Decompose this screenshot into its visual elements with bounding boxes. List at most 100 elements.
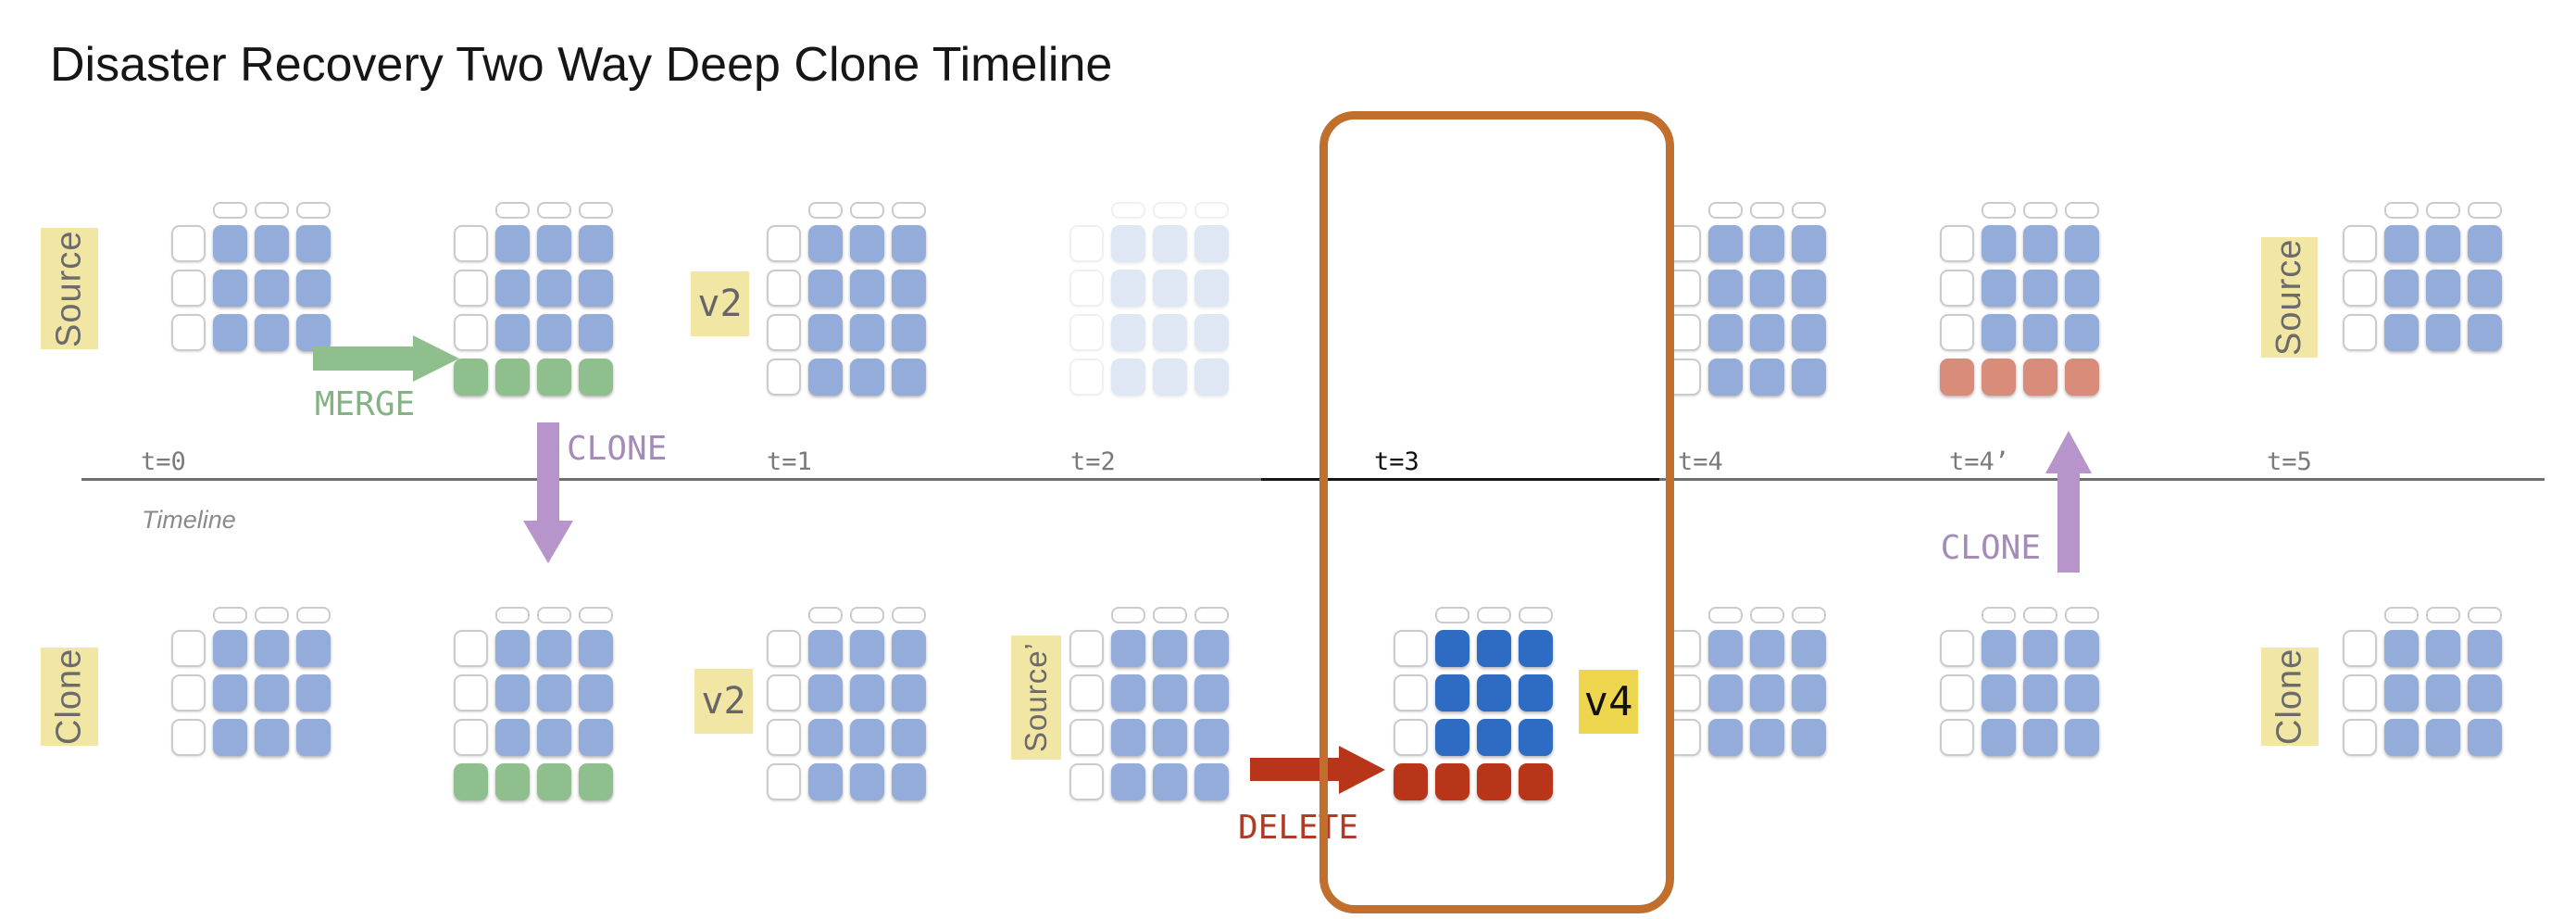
grid-header-pill — [2426, 202, 2460, 219]
grid-cell-b — [1111, 359, 1145, 396]
grid-header-pill — [1792, 607, 1826, 623]
grid-cell-b — [213, 630, 247, 667]
arrow-shaft-merge — [313, 346, 415, 371]
grid-cell-b — [1194, 225, 1229, 262]
grid-cell-empty — [2343, 719, 2377, 756]
grid-cell-b — [1194, 630, 1229, 667]
grid-cell-B — [1519, 719, 1553, 756]
grid-header-pill — [1750, 607, 1784, 623]
grid-cell-b — [1982, 225, 2016, 262]
badge-v4: v4 — [1579, 670, 1638, 734]
grid-cell-g — [537, 359, 571, 396]
grid-cell-b — [1153, 719, 1187, 756]
grid-header-pill — [2426, 607, 2460, 623]
grid-cell-b — [213, 270, 247, 307]
grid-cell-b — [2065, 314, 2099, 351]
grid-cell-b — [213, 225, 247, 262]
grid-cell-b — [1708, 674, 1743, 711]
grid-cell-r — [1394, 763, 1428, 800]
arrow-shaft-clone-down — [537, 422, 559, 522]
grid-cell-b — [1750, 225, 1784, 262]
grid-cell-b — [255, 719, 289, 756]
grid-header-pill — [213, 607, 247, 623]
grid-cell-b — [255, 270, 289, 307]
grid-cell-b — [213, 719, 247, 756]
grid-cell-empty — [171, 225, 206, 262]
grid-cell-b — [892, 270, 926, 307]
grid-cell-b — [1153, 270, 1187, 307]
grid-cell-b — [2065, 719, 2099, 756]
grid-cell-empty — [1069, 314, 1104, 351]
grid-header-pill — [1194, 607, 1229, 623]
grid-cell-b — [296, 674, 331, 711]
grid-cell-b — [537, 674, 571, 711]
grid-cell-b — [1111, 674, 1145, 711]
grid-cell-b — [1982, 719, 2016, 756]
grid-cell-empty — [171, 270, 206, 307]
grid-cell-empty — [1394, 719, 1428, 756]
grid-cell-b — [1194, 314, 1229, 351]
arrow-head-clone-up — [2045, 431, 2092, 473]
badge-v2-top: v2 — [691, 271, 749, 336]
grid-cell-b — [1153, 763, 1187, 800]
grid-cell-b — [1750, 630, 1784, 667]
grid-cell-s — [2023, 359, 2057, 396]
grid-cell-b — [1153, 314, 1187, 351]
grid-cell-b — [495, 225, 530, 262]
grid-cell-B — [1435, 719, 1469, 756]
grid-cell-b — [808, 359, 843, 396]
grid-cell-b — [892, 225, 926, 262]
grid-cell-b — [2384, 719, 2419, 756]
grid-cell-b — [2468, 270, 2502, 307]
grid-cell-g — [454, 359, 488, 396]
grid-cell-b — [892, 630, 926, 667]
grid-cell-b — [850, 763, 884, 800]
grid-cell-b — [2468, 674, 2502, 711]
grid-header-pill — [850, 607, 884, 623]
grid-header-pill — [579, 202, 613, 219]
grid-cell-r — [1435, 763, 1469, 800]
grid-cell-b — [537, 225, 571, 262]
grid-cell-b — [808, 270, 843, 307]
grid-cell-empty — [171, 314, 206, 351]
timeline-tick-t3: t=3 — [1374, 447, 1419, 476]
grid-cell-empty — [1940, 314, 1974, 351]
grid-cell-b — [1194, 359, 1229, 396]
grid-cell-b — [892, 359, 926, 396]
grid-cell-b — [296, 719, 331, 756]
grid-cell-b — [1194, 674, 1229, 711]
grid-cell-b — [579, 225, 613, 262]
grid-cell-empty — [454, 674, 488, 711]
grid-header-pill — [1708, 202, 1743, 219]
grid-cell-b — [892, 763, 926, 800]
grid-cell-b — [2384, 270, 2419, 307]
grid-header-pill — [1153, 607, 1187, 623]
grid-cell-b — [1750, 674, 1784, 711]
grid-cell-empty — [171, 719, 206, 756]
grid-cell-empty — [767, 763, 801, 800]
grid-cell-b — [255, 314, 289, 351]
grid-cell-empty — [767, 225, 801, 262]
grid-cell-b — [2023, 719, 2057, 756]
grid-cell-b — [495, 270, 530, 307]
grid-cell-b — [1111, 630, 1145, 667]
grid-cell-b — [1792, 270, 1826, 307]
grid-header-pill — [537, 607, 571, 623]
grid-cell-b — [808, 225, 843, 262]
grid-cell-b — [1792, 630, 1826, 667]
grid-cell-b — [1792, 225, 1826, 262]
grid-cell-s — [1982, 359, 2016, 396]
grid-cell-b — [808, 674, 843, 711]
page-title: Disaster Recovery Two Way Deep Clone Tim… — [50, 38, 1113, 92]
grid-cell-b — [1153, 630, 1187, 667]
grid-cell-s — [2065, 359, 2099, 396]
grid-cell-s — [1940, 359, 1974, 396]
grid-cell-b — [892, 314, 926, 351]
side-label-clone-left: Clone — [41, 648, 98, 746]
grid-cell-empty — [767, 359, 801, 396]
grid-cell-b — [1111, 314, 1145, 351]
grid-cell-b — [2384, 674, 2419, 711]
grid-header-pill — [808, 202, 843, 219]
grid-cell-b — [2468, 719, 2502, 756]
grid-cell-B — [1435, 630, 1469, 667]
